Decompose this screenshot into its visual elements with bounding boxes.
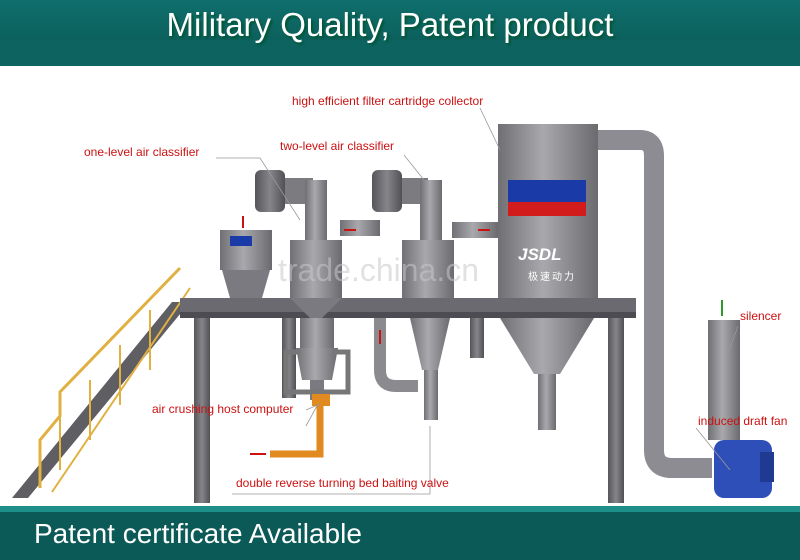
exhaust-duct (598, 130, 712, 478)
platform (180, 298, 636, 503)
draft-fan (714, 440, 774, 498)
logo-subtitle: 极速动力 (528, 272, 576, 283)
machine-diagram (12, 107, 774, 503)
label-filter-collector: high efficient filter cartridge collecto… (292, 94, 484, 108)
feed-inlet (312, 394, 330, 406)
filter-collector (498, 124, 598, 430)
label-one-level-classifier: one-level air classifier (84, 145, 200, 159)
leader-lines (216, 107, 739, 495)
top-banner: Military Quality, Patent product (0, 0, 800, 66)
page-title: Military Quality, Patent product (166, 6, 614, 43)
footer-title: Patent certificate Available (34, 518, 362, 549)
silencer (708, 300, 740, 440)
staircase (12, 266, 191, 498)
logo-box (508, 180, 586, 202)
crushing-host (283, 318, 351, 400)
label-two-level-classifier: two-level air classifier (280, 139, 395, 153)
feeder-hopper (220, 216, 272, 298)
feed-pipe (270, 396, 324, 458)
watermark: trade.china.cn (278, 252, 480, 288)
one-level-classifier (255, 170, 380, 318)
two-level-classifier (372, 170, 498, 420)
top-banner-stripe (0, 40, 800, 66)
label-draft-fan: induced draft fan (698, 414, 788, 428)
label-crushing-host: air crushing host computer (152, 402, 294, 416)
logo-brand: JSDL (518, 245, 562, 264)
bottom-banner-accent (0, 506, 800, 512)
label-silencer: silencer (740, 309, 782, 323)
label-baiting-valve: double reverse turning bed baiting valve (236, 476, 449, 490)
bottom-banner: Patent certificate Available (0, 506, 800, 560)
